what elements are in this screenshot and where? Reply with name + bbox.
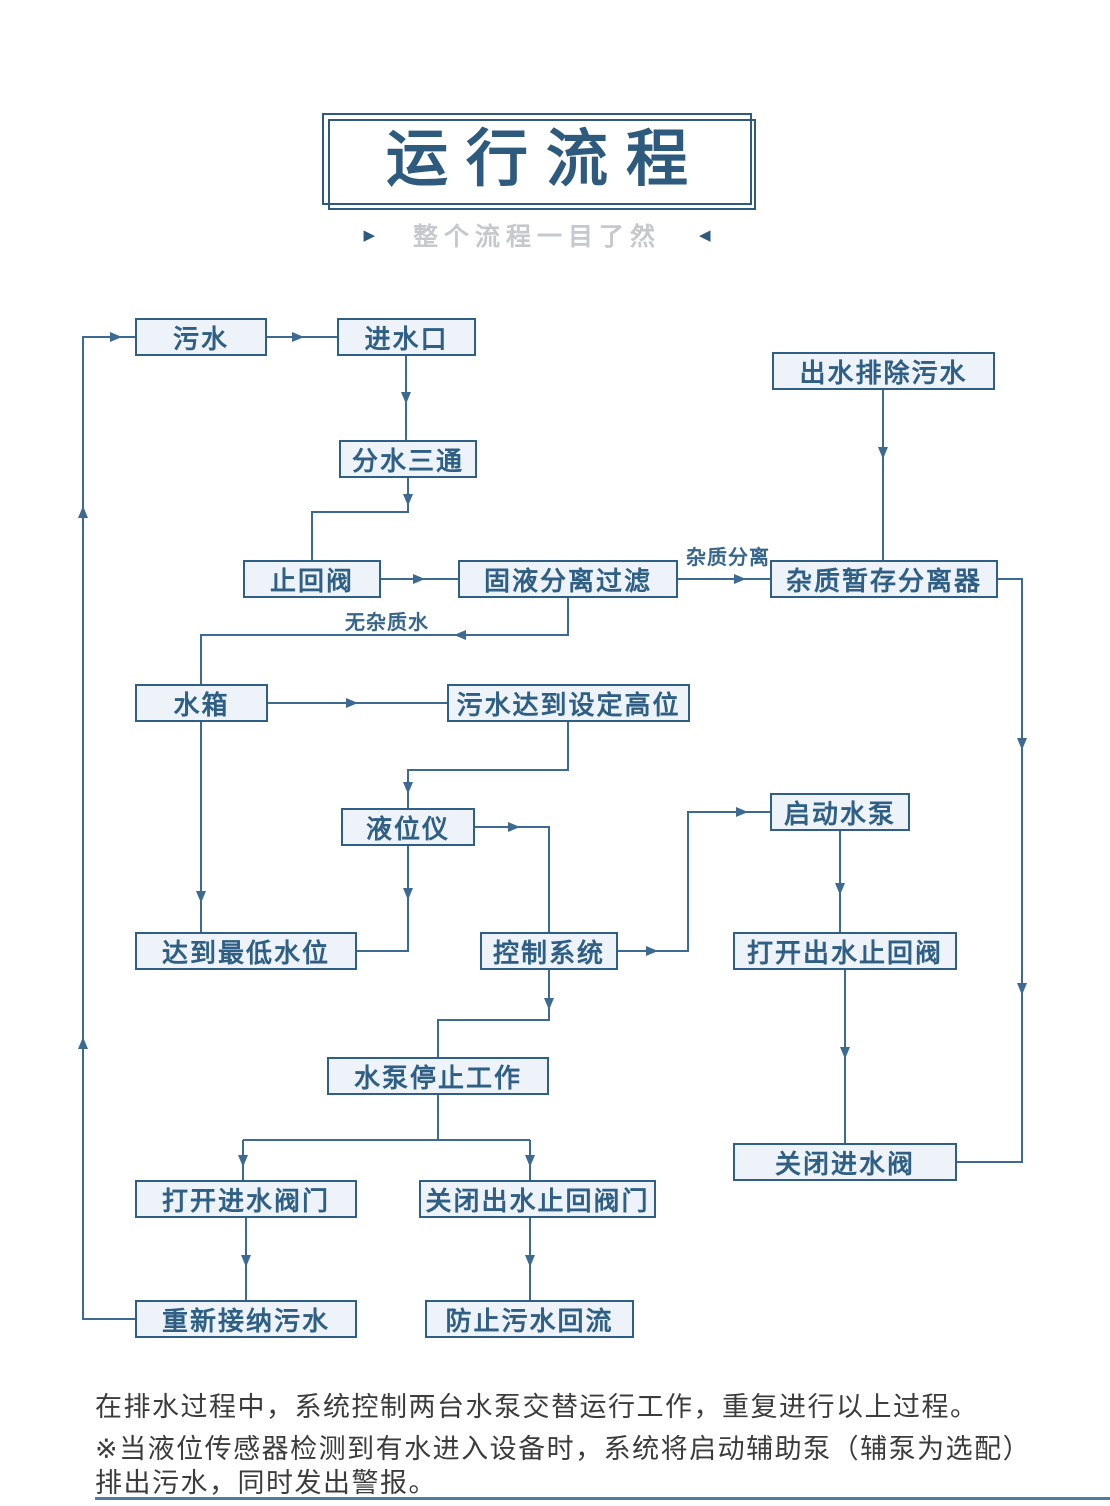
node-sewage: 污水: [135, 318, 267, 356]
edge-close-outlet-valve-to-prevent-backflow: [525, 1218, 535, 1300]
edge-level-gauge-to-low-level: [357, 846, 413, 952]
edge-filter-to-impurity-separator: [678, 574, 770, 584]
edge-start-pump-to-open-outlet-valve: [835, 831, 845, 932]
edge-label-clean-water: 无杂质水: [345, 612, 429, 634]
node-open-outlet-valve: 打开出水止回阀: [733, 932, 957, 970]
node-inlet: 进水口: [337, 318, 476, 356]
edge-pump-stop-branch: [238, 1095, 535, 1180]
node-outlet-discharge: 出水排除污水: [772, 352, 995, 390]
edge-open-outlet-valve-to-close-inlet-valve: [840, 970, 850, 1143]
node-tee: 分水三通: [339, 440, 477, 478]
node-control-system: 控制系统: [480, 932, 618, 970]
node-start-pump: 启动水泵: [770, 793, 910, 831]
node-high-level: 污水达到设定高位: [447, 684, 690, 722]
node-close-outlet-valve: 关闭出水止回阀门: [419, 1180, 656, 1218]
node-water-tank: 水箱: [135, 684, 268, 722]
note-line-1: 在排水过程中，系统控制两台水泵交替运行工作，重复进行以上过程。: [95, 1392, 979, 1422]
node-impurity-separator: 杂质暂存分离器: [770, 560, 998, 598]
edge-sewage-to-inlet: [267, 332, 337, 342]
edge-check-valve-to-filter: [381, 574, 458, 584]
subtitle-row: ▶ 整个流程一目了然 ◀: [322, 220, 752, 251]
edge-water-tank-to-low-level: [196, 722, 206, 932]
edge-inlet-to-tee: [401, 356, 411, 440]
page-title: 运行流程: [385, 125, 706, 194]
subtitle-text: 整个流程一目了然: [412, 223, 661, 251]
node-check-valve: 止回阀: [243, 560, 381, 598]
edge-reaccept-to-sewage-return: [78, 332, 135, 1320]
edge-open-inlet-valve-to-reaccept: [241, 1218, 251, 1300]
edge-control-system-to-pump-stop: [437, 970, 554, 1057]
node-reaccept-sewage: 重新接纳污水: [135, 1300, 357, 1338]
node-close-inlet-valve: 关闭进水阀: [733, 1143, 957, 1181]
node-low-level: 达到最低水位: [135, 932, 357, 970]
edge-high-level-to-level-gauge: [403, 722, 569, 808]
triangle-right-icon: ▶: [363, 226, 375, 244]
node-separation-filter: 固液分离过滤: [458, 560, 678, 598]
edge-tee-to-check-valve: [311, 478, 413, 560]
bottom-divider: [95, 1497, 1110, 1500]
node-pump-stop: 水泵停止工作: [327, 1057, 549, 1095]
edge-water-tank-to-high-level: [268, 698, 447, 708]
edge-outlet-discharge-to-impurity-separator: [878, 390, 888, 560]
note-line-2: ※当液位传感器检测到有水进入设备时，系统将启动辅助泵（辅泵为选配）: [95, 1434, 1032, 1464]
edge-impurity-separator-to-close-inlet-valve: [957, 578, 1027, 1163]
node-open-inlet-valve: 打开进水阀门: [135, 1180, 357, 1218]
edge-level-gauge-to-control-system: [475, 822, 550, 932]
node-prevent-backflow: 防止污水回流: [425, 1300, 634, 1338]
note-line-3: 排出污水，同时发出警报。: [95, 1468, 437, 1498]
edge-label-impurity-separation: 杂质分离: [686, 547, 770, 569]
node-level-gauge: 液位仪: [341, 808, 475, 846]
edge-control-system-to-start-pump: [618, 807, 770, 956]
triangle-left-icon: ◀: [699, 226, 711, 244]
edge-filter-to-water-tank: [200, 598, 569, 684]
